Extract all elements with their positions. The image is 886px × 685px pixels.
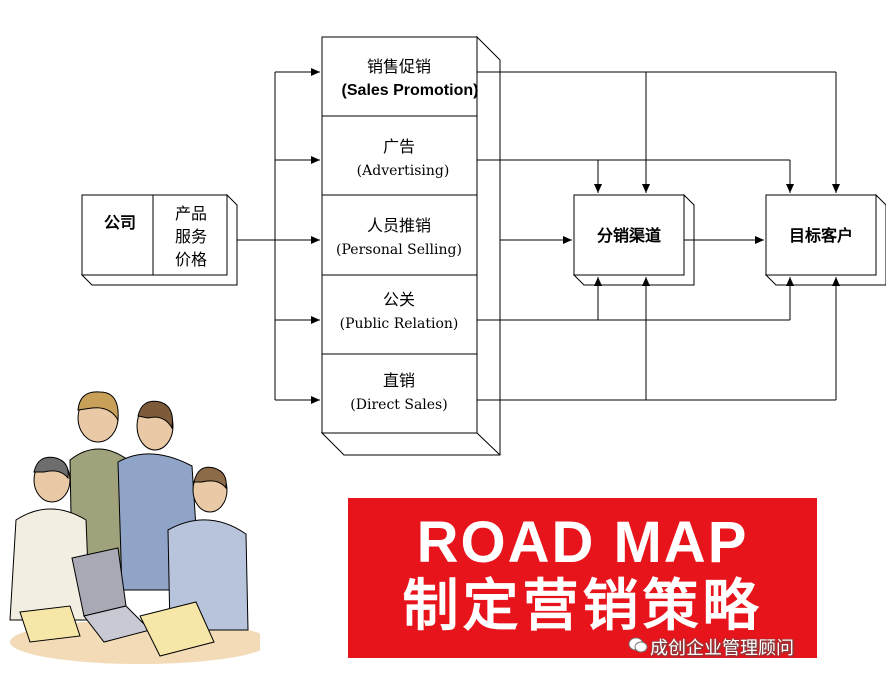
watermark-text: 成创企业管理顾问 (650, 638, 794, 659)
promo-personal-cn: 人员推销 (367, 216, 431, 235)
channel-box: 分销渠道 (572, 193, 695, 286)
wechat-icon (628, 637, 648, 653)
banner-title: ROAD MAP (416, 510, 749, 575)
company-label: 公司 (104, 213, 136, 232)
connectors (237, 68, 840, 404)
person-seated-left-figure (9, 456, 91, 621)
promo-direct-cn: 直销 (383, 371, 415, 390)
promotion-stack: 销售促销 (Sales Promotion) 广告 (Advertising) … (320, 35, 501, 456)
mix-price: 价格 (175, 250, 207, 269)
promo-direct-en: (Direct Sales) (350, 397, 447, 413)
promo-sales-cn: 销售促销 (367, 57, 431, 76)
promo-sales-en: (Sales Promotion) (342, 82, 479, 99)
business-team-clipart (9, 391, 260, 664)
channel-label: 分销渠道 (597, 226, 661, 245)
promo-ad-cn: 广告 (383, 137, 415, 156)
person-seated-right-figure (167, 466, 249, 631)
banner-subtitle: 制定营销策略 (402, 574, 763, 639)
mix-product: 产品 (175, 204, 207, 223)
laptop-icon (71, 547, 151, 643)
promo-personal-en: (Personal Selling) (336, 242, 462, 258)
target-label: 目标客户 (789, 226, 853, 245)
target-box: 目标客户 (764, 193, 886, 286)
promo-ad-en: (Advertising) (357, 163, 450, 179)
promo-pr-en: (Public Relation) (340, 316, 459, 332)
road-map-banner: ROAD MAP 制定营销策略 (348, 498, 817, 658)
promo-pr-cn: 公关 (383, 290, 415, 309)
mix-service: 服务 (175, 227, 207, 246)
company-box: 公司 产品 服务 价格 (80, 193, 238, 286)
papers-icon (139, 601, 215, 657)
